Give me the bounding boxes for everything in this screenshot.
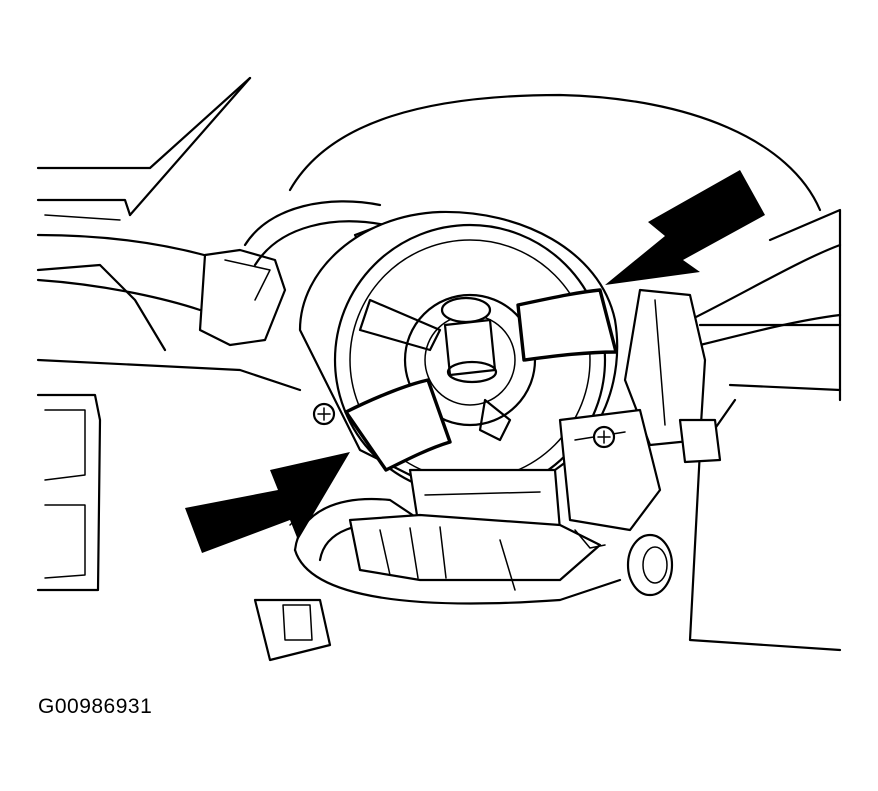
tape-piece-upper (516, 288, 618, 362)
screw-icon (312, 402, 336, 426)
right-lever (623, 243, 842, 464)
left-lever (36, 233, 287, 347)
steering-shaft (440, 296, 498, 384)
dashboard-outline (36, 76, 842, 662)
arrow-icon (185, 452, 350, 553)
arrow-icon (605, 170, 765, 285)
screw-icon (592, 425, 616, 449)
lower-housing (289, 408, 674, 605)
figure-id-label: G00986931 (38, 695, 153, 718)
tape-piece-lower (344, 378, 452, 472)
